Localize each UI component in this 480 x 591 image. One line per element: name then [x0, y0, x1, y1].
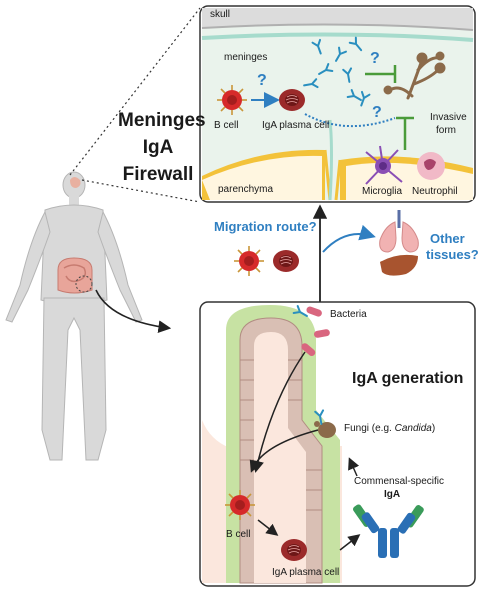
commensal-label-line1: Commensal-specific: [354, 476, 445, 487]
invasive-label-line2: form: [436, 125, 456, 136]
plasma-cell-icon: [278, 88, 306, 112]
fungi-label-prefix: Fungi (e.g.: [344, 423, 395, 434]
microglia-label: Microglia: [362, 186, 403, 197]
other-tissues-line1: Other: [430, 231, 465, 246]
invasive-fungus-icon: [383, 51, 446, 100]
other-tissues-line2: tissues?: [426, 247, 479, 262]
gut-panel: [199, 301, 476, 587]
plasma-cell-icon: [280, 538, 308, 562]
plasma-cell-label: IgA plasma cell: [262, 120, 330, 131]
fungi-label-suffix: ): [431, 423, 436, 434]
plasma-to-iga-arrow: [339, 534, 361, 551]
microglia-icon: [365, 145, 403, 185]
fungi-label: Fungi (e.g. Candida): [344, 423, 435, 434]
gut-to-panel-arrow: [95, 289, 172, 334]
b-cell-label: B cell: [214, 120, 239, 131]
skull-label: skull: [210, 9, 231, 20]
question-mark-bcell: ?: [257, 72, 267, 89]
fungi-icon: [314, 409, 336, 438]
antigen-sampling-arrow: [252, 351, 306, 473]
bacteria-icon: [292, 305, 330, 357]
iga-antibody-icon: [353, 504, 424, 558]
inhibition-marks: [365, 65, 414, 150]
other-tissues-arrow: [322, 224, 376, 253]
iga-generation-title: IgA generation: [352, 370, 464, 387]
meninges-panel: [199, 5, 476, 203]
commensal-label-line2: IgA: [384, 489, 401, 500]
b-cell-icon: [216, 84, 248, 116]
parenchyma-label: parenchyma: [218, 184, 274, 195]
fungi-label-genus: Candida: [394, 423, 432, 434]
iga-upward-arrow: [348, 457, 360, 477]
gut-plasma-cell-label: IgA plasma cell: [272, 567, 340, 578]
neutrophil-icon: [417, 152, 445, 180]
neutrophil-label: Neutrophil: [412, 186, 458, 197]
migration-route-label: Migration route?: [214, 219, 317, 234]
gut-b-cell-label: B cell: [226, 529, 251, 540]
migration-dotted-arc: [304, 113, 396, 127]
human-body-illustration: [5, 171, 143, 461]
b-cell-icon: [233, 245, 265, 277]
liver-icon: [380, 254, 418, 276]
zoom-lines: [69, 7, 201, 203]
b-cell-icon: [224, 489, 256, 521]
invasive-label-line1: Invasive: [430, 112, 467, 123]
intestine-icon: [57, 257, 93, 294]
bacteria-label: Bacteria: [330, 309, 367, 320]
question-mark-antibody: ?: [370, 50, 380, 67]
left-title-line3: Firewall: [122, 164, 194, 185]
question-mark-migration: ?: [372, 104, 382, 121]
meninges-label: meninges: [224, 52, 268, 63]
fungi-sampling-arrow: [249, 429, 319, 473]
plasma-cell-icon: [272, 249, 300, 273]
left-title-line1: Meninges: [118, 110, 206, 131]
b-to-plasma-arrow: [257, 519, 279, 536]
left-title-line2: IgA: [142, 137, 174, 158]
lungs-icon: [379, 210, 419, 253]
